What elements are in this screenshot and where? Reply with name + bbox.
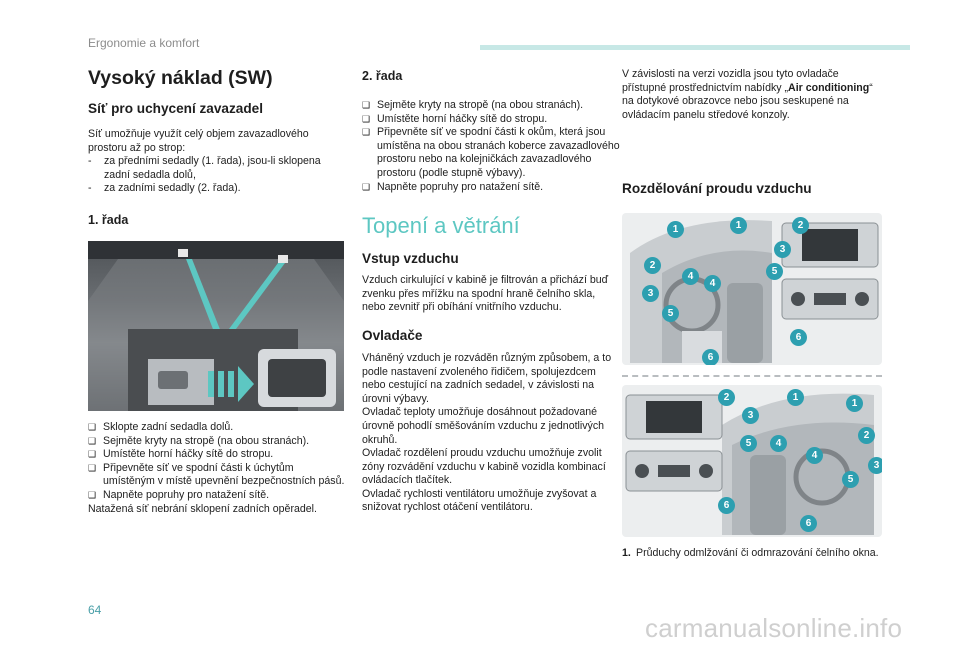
row1-heading: 1. řada [88, 212, 129, 227]
subsection-title: Síť pro uchycení zavazadel [88, 101, 263, 116]
callout-badge: 2 [792, 217, 809, 235]
callout-badge: 2 [718, 389, 735, 407]
instruction-step: ❑Připevněte síť ve spodní části k úchytů… [88, 461, 345, 488]
controls-paragraph: Ovladač rozdělení proudu vzduchu umožňuj… [362, 447, 606, 487]
callout-badge: 1 [787, 389, 804, 407]
callout-badge: 1 [730, 217, 747, 235]
callout-badge: 6 [702, 349, 719, 366]
callout-badge: 3 [868, 457, 882, 475]
callout-badge: 5 [740, 435, 757, 453]
instruction-step: ❑Napněte popruhy pro natažení sítě. [362, 180, 544, 193]
page-title: Vysoký náklad (SW) [88, 67, 273, 89]
air-distribution-diagram-2: 1 1 2 2 3 3 4 4 5 5 6 6 [622, 385, 882, 538]
callout-badge: 6 [718, 497, 735, 515]
instruction-step: ❑Sklopte zadní sedadla dolů. [88, 420, 234, 433]
callout-badge: 4 [704, 275, 721, 293]
callout-badge: 4 [770, 435, 787, 453]
callout-badge: 6 [790, 329, 807, 347]
dash-item: -za předními sedadly (1. řada), jsou-li … [88, 155, 321, 181]
instruction-step: ❑Umístěte horní háčky sítě do stropu. [362, 112, 548, 125]
section-title: Topení a větrání [362, 213, 520, 239]
intro-paragraph: V závislosti na verzi vozidla jsou tyto … [622, 68, 873, 121]
column-3: V závislosti na verzi vozidla jsou tyto … [622, 62, 884, 561]
air-intake-heading: Vstup vzduchu [362, 251, 459, 267]
diagram-separator [622, 375, 882, 378]
callout-badge: 2 [858, 427, 875, 445]
callout-badge: 3 [642, 285, 659, 303]
callout-badge: 5 [662, 305, 679, 323]
controls-paragraph: Vháněný vzduch je rozváděn různým způsob… [362, 351, 612, 405]
callout-badge: 4 [682, 268, 699, 286]
controls-paragraph: Ovladač teploty umožňuje dosáhnout požad… [362, 406, 605, 446]
watermark: carmanualsonline.info [645, 613, 903, 643]
instruction-step: ❑Umístěte horní háčky sítě do stropu. [88, 448, 274, 461]
column-2: 2. řada ❑Sejměte kryty na stropě (na obo… [362, 62, 620, 515]
callout-badge: 2 [644, 257, 661, 275]
distribution-heading: Rozdělování proudu vzduchu [622, 181, 812, 197]
instruction-step: ❑Sejměte kryty na stropě (na obou straná… [362, 99, 584, 111]
controls-heading: Ovladače [362, 327, 423, 343]
header-accent-bar [480, 45, 910, 50]
callout-badge: 5 [842, 471, 859, 489]
column-1: Vysoký náklad (SW) Síť pro uchycení zava… [88, 62, 346, 516]
instruction-step: ❑Sejměte kryty na stropě (na obou straná… [88, 434, 310, 447]
row2-heading: 2. řada [362, 69, 403, 83]
callout-badge: 6 [800, 515, 817, 533]
callout-badge: 1 [846, 395, 863, 413]
callout-badge: 3 [774, 241, 791, 259]
note-text: Natažená síť nebrání sklopení zadních op… [88, 502, 317, 515]
callout-badge: 1 [667, 221, 684, 239]
controls-paragraph: Ovladač rychlosti ventilátoru umožňuje z… [362, 487, 597, 514]
callout-badge: 3 [742, 407, 759, 425]
legend-item: 1. Průduchy odmlžování či odmrazování če… [622, 547, 879, 560]
instruction-step: ❑Připevněte síť ve spodní části k okům, … [362, 126, 620, 179]
intro-text: Síť umožňuje využít celý objem zavazadlo… [88, 128, 309, 154]
callout-badge: 4 [806, 447, 823, 465]
cargo-net-photo [88, 240, 344, 411]
page-number: 64 [88, 603, 102, 617]
instruction-step: ❑Napněte popruhy pro natažení sítě. [88, 488, 270, 501]
air-distribution-diagram-1: 1 1 2 2 3 3 4 4 5 5 6 6 [622, 213, 882, 366]
section-header: Ergonomie a komfort [88, 36, 200, 50]
dash-item: -za zadními sedadly (2. řada). [88, 182, 241, 195]
air-intake-text: Vzduch cirkulující v kabině je filtrován… [362, 274, 609, 314]
callout-badge: 5 [766, 263, 783, 281]
